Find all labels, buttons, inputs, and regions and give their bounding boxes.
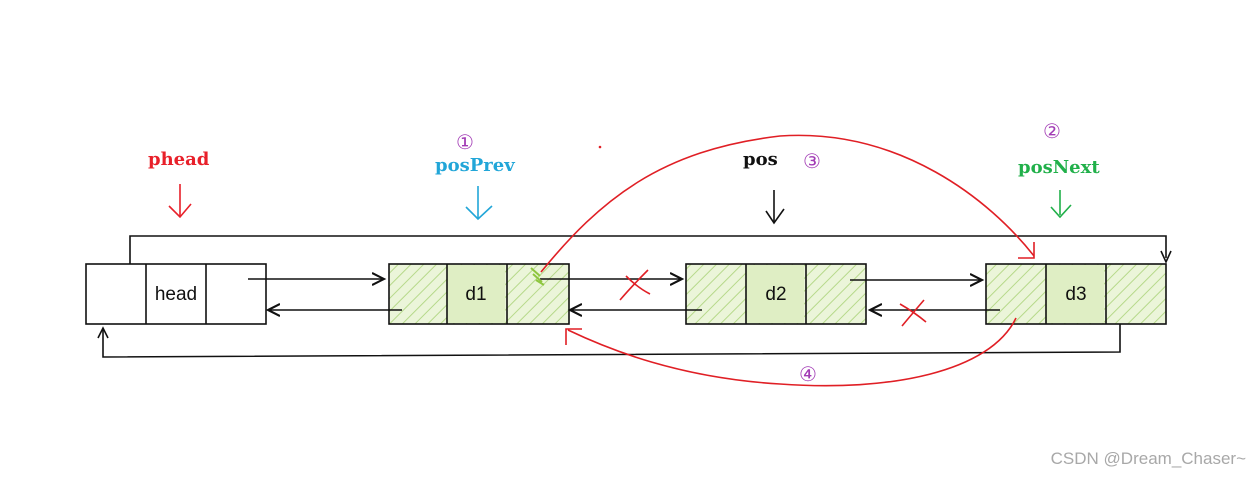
d3-node-label: d3 — [1065, 284, 1086, 305]
pos-label: pos — [743, 149, 778, 170]
phead-down-arrow — [168, 184, 192, 219]
step-2-marker: ② — [1043, 119, 1061, 143]
watermark-text: CSDN @Dream_Chaser~ — [1050, 449, 1246, 468]
d1-node-label: d1 — [465, 284, 486, 305]
step-4-marker: ④ — [799, 362, 817, 386]
d3-to-d1-relink-arrow — [567, 317, 1017, 387]
d2-node: d2 — [685, 263, 867, 325]
cross-mark-d2-d3 — [899, 299, 927, 327]
pos-down-arrow — [765, 190, 785, 225]
stray-red-dot — [598, 145, 602, 149]
step-3-marker: ③ — [803, 149, 821, 173]
outer-loop-top-arrowhead — [1160, 250, 1172, 264]
outer-loop-top — [129, 235, 1167, 265]
outer-loop-bottom — [102, 324, 1121, 358]
outer-loop-bottom-arrowhead — [97, 326, 109, 339]
d3-node: d3 — [985, 263, 1167, 325]
phead-label: phead — [148, 149, 210, 170]
head-node-label: head — [155, 284, 197, 305]
d1-to-d3-relink-arrowhead — [1018, 242, 1035, 259]
green-scribble-mark — [530, 267, 545, 286]
d1-to-d3-relink-arrow — [540, 134, 1035, 273]
cross-mark-d1-d2 — [619, 269, 651, 301]
posPrev-down-arrow — [465, 186, 493, 221]
posNext-down-arrow — [1050, 190, 1072, 219]
head-node: head — [85, 263, 267, 325]
d3-to-d1-relink-arrowhead — [565, 328, 582, 345]
posPrev-label: posPrev — [435, 155, 515, 176]
step-1-marker: ① — [456, 130, 474, 154]
d1-node: d1 — [388, 263, 570, 325]
d2-node-label: d2 — [765, 284, 786, 305]
posNext-label: posNext — [1018, 157, 1100, 178]
